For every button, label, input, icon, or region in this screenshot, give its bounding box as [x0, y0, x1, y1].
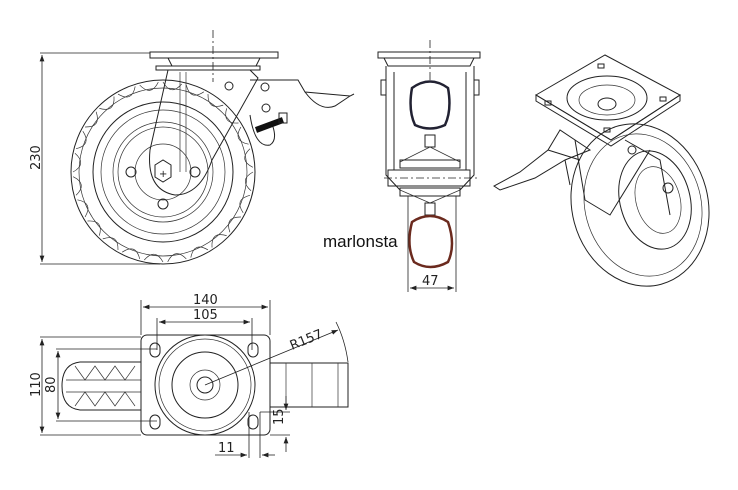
tread-mark: [185, 84, 205, 96]
watermark-text: marlonsta: [323, 232, 398, 251]
tread-mark: [237, 126, 249, 145]
tread-mark: [190, 246, 209, 258]
tread-mark: [211, 234, 227, 248]
tread-mark: [102, 237, 119, 250]
tread-mark: [75, 130, 87, 150]
wheel-front: [70, 79, 256, 265]
dim-plate-width: 140: [193, 293, 218, 308]
dim-hole-spacing-x: 105: [193, 308, 218, 323]
tread-mark: [139, 81, 159, 91]
dim-hole-diameter: 11: [218, 441, 235, 456]
dim-side-width: 47: [422, 274, 439, 289]
dim-hole-spacing-y: 80: [44, 376, 59, 393]
svg-text:+: +: [159, 169, 167, 180]
axle-nut: [154, 159, 172, 183]
tread-mark: [121, 248, 141, 260]
tread-mark: [99, 96, 115, 110]
tread-mark: [87, 220, 101, 236]
tread-mark: [72, 153, 82, 173]
tread-mark: [77, 199, 89, 218]
dim-swivel-radius: R157: [288, 327, 325, 354]
tread-mark: [228, 216, 241, 233]
tread-mark: [85, 111, 98, 128]
dim-plate-length: 110: [29, 372, 44, 397]
tread-mark: [207, 94, 224, 107]
tread-mark: [239, 194, 251, 214]
brake-lever: [224, 79, 355, 146]
tread-mark: [72, 176, 82, 196]
tread-mark: [167, 253, 187, 263]
tread-mark: [225, 108, 239, 124]
front-view: + 230: [29, 30, 355, 265]
isometric-view: [493, 54, 710, 287]
dim-hole-offset: 15: [272, 408, 287, 425]
tread-mark: [244, 171, 254, 191]
bottom-view: 140 105 110 80 R157 15 11: [29, 293, 349, 458]
side-view: 47: [377, 40, 481, 292]
dim-height: 230: [29, 145, 44, 170]
tread-mark: [144, 253, 164, 263]
tread-mark: [244, 148, 254, 168]
tread-mark: [117, 86, 136, 98]
